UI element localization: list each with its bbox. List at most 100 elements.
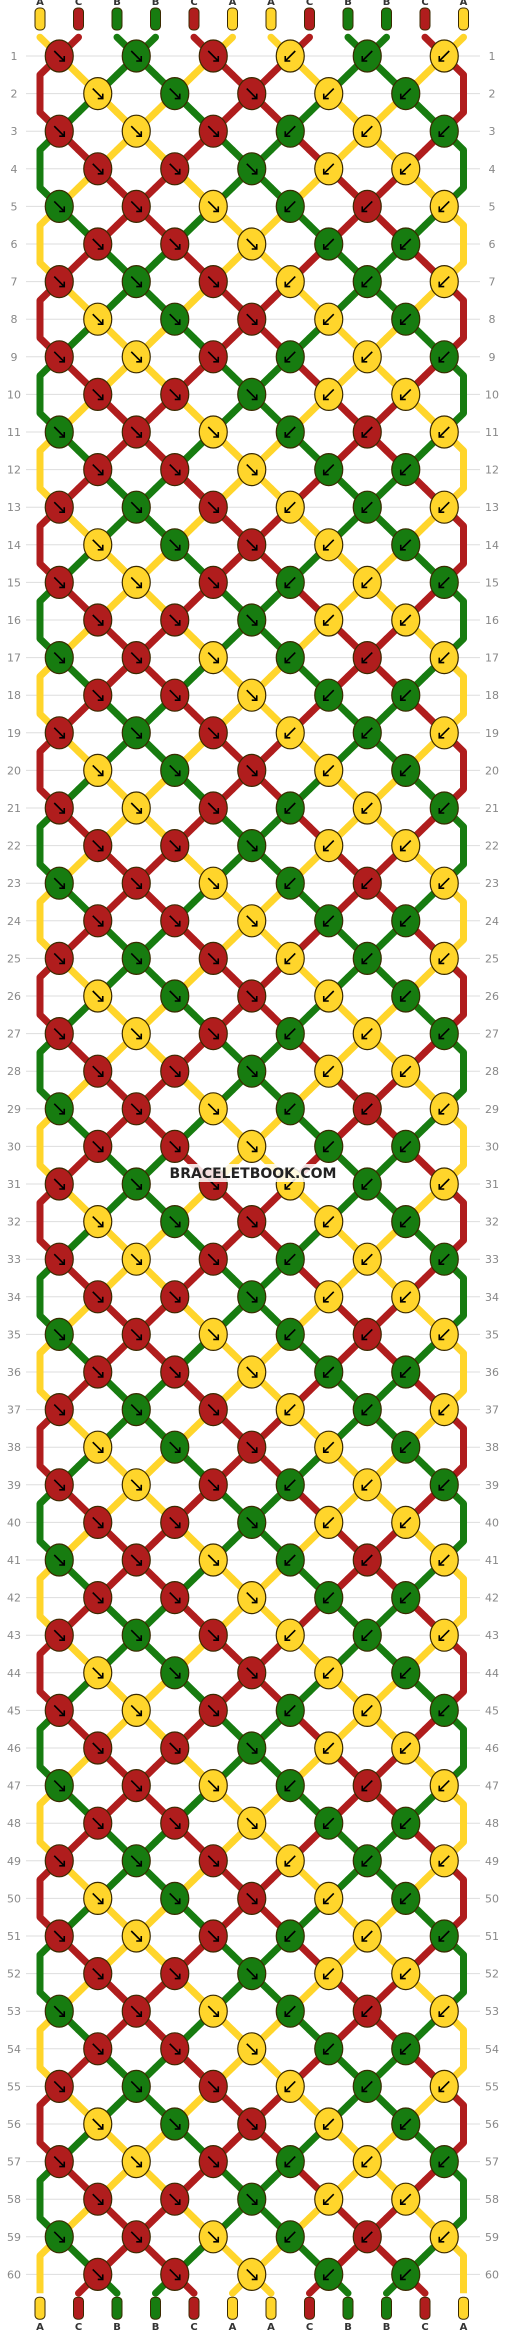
knot-arrow [92, 464, 104, 476]
row-number: 57 [7, 2156, 21, 2169]
knot-arrow [361, 2156, 373, 2168]
knot-arrow [130, 426, 143, 438]
knot-arrow [438, 501, 450, 514]
row-number: 13 [485, 501, 499, 514]
knot-arrow [53, 1178, 66, 1190]
row-number: 16 [485, 614, 499, 627]
knot-arrow [284, 2156, 296, 2168]
knot-arrow [322, 1216, 335, 1228]
row-number: 10 [7, 388, 21, 401]
row-number: 51 [485, 1930, 499, 1943]
knot-arrow [361, 576, 373, 589]
knot-arrow [246, 1817, 258, 1829]
knot-arrow [322, 1817, 335, 1829]
knot-arrow [169, 388, 181, 401]
knot-arrow [399, 1817, 412, 1829]
knot-arrow [322, 1291, 335, 1303]
strand-label: C [306, 2322, 313, 2333]
row-number: 9 [489, 351, 496, 364]
row-number: 13 [7, 501, 21, 514]
knot-arrow [92, 1366, 104, 1378]
row-number: 22 [485, 840, 499, 853]
strand-end [342, 2296, 354, 2320]
knot-arrow [130, 1855, 143, 1867]
knot-arrow [399, 1291, 412, 1303]
strand-end [381, 2296, 392, 2320]
strand-label: A [267, 2322, 275, 2333]
knot-arrow [92, 313, 104, 326]
knot-arrow [53, 2005, 66, 2017]
row-number: 5 [11, 200, 18, 213]
knot-arrow [53, 276, 66, 288]
knot-arrow [284, 2080, 296, 2093]
knot-arrow [130, 351, 143, 363]
knot-arrow [53, 200, 66, 213]
knot-arrow [92, 2193, 104, 2205]
knot-arrow [246, 2118, 258, 2130]
strand-label: B [383, 0, 391, 8]
row-number: 8 [489, 313, 496, 326]
strand-end [458, 7, 469, 31]
row-number: 21 [7, 802, 21, 815]
knot-arrow [361, 125, 373, 137]
row-number: 12 [485, 464, 499, 477]
row-number: 42 [485, 1592, 499, 1605]
knot-arrow [438, 1780, 450, 1792]
row-number: 38 [485, 1441, 499, 1454]
knot-arrow [92, 990, 104, 1002]
knot-arrow [92, 2118, 104, 2130]
knot-arrow [53, 125, 66, 137]
knot-arrow [53, 1930, 66, 1942]
knot-arrow [207, 1554, 220, 1566]
knot-arrow [399, 2043, 412, 2055]
knot-arrow [130, 1253, 143, 1265]
knot-arrow [92, 1291, 104, 1303]
knot-arrow [284, 1855, 296, 1867]
knot-arrow [207, 1103, 220, 1115]
knot-arrow [284, 952, 296, 965]
knot-arrow [284, 276, 296, 288]
row-number: 15 [485, 576, 499, 589]
row-number: 31 [485, 1178, 499, 1191]
knot-arrow [53, 1253, 66, 1265]
strand-end [150, 2296, 161, 2320]
knot-arrow [169, 1216, 181, 1228]
knot-arrow [92, 1441, 104, 1453]
strand-end [458, 2296, 469, 2320]
knot-arrow [246, 539, 258, 551]
knot-arrow [92, 614, 104, 626]
row-number: 45 [485, 1704, 499, 1717]
knot-arrow [169, 990, 181, 1002]
row-number: 16 [7, 614, 21, 627]
knot-arrow [438, 1554, 450, 1566]
row-number: 11 [485, 426, 499, 439]
knot-arrow [92, 764, 104, 777]
row-number: 42 [7, 1592, 21, 1605]
row-number: 37 [7, 1404, 21, 1417]
row-number: 58 [485, 2193, 499, 2206]
row-number: 1 [489, 50, 496, 63]
row-number: 35 [7, 1328, 21, 1341]
row-number: 3 [489, 125, 496, 138]
knot-arrow [399, 1516, 412, 1529]
row-number: 54 [7, 2043, 21, 2056]
knot-arrow [207, 1704, 220, 1717]
knot-arrow [92, 689, 104, 702]
strand-label: A [229, 2322, 237, 2333]
strand-end [381, 7, 392, 31]
row-number: 8 [11, 313, 18, 326]
row-number: 29 [485, 1103, 499, 1116]
knot-arrow [284, 727, 296, 739]
knot-arrow [438, 2231, 450, 2243]
knot-arrow [53, 652, 66, 664]
knot-arrow [322, 88, 335, 100]
knot-arrow [438, 1178, 450, 1190]
knot-arrow [53, 1479, 66, 1491]
knot-arrow [169, 1892, 181, 1905]
strand-label: A [460, 0, 468, 8]
knot-arrow [399, 1892, 412, 1905]
row-number: 47 [7, 1780, 21, 1793]
strand-label: A [229, 0, 237, 8]
knot-grid [44, 39, 459, 2291]
knot-arrow [438, 125, 450, 137]
